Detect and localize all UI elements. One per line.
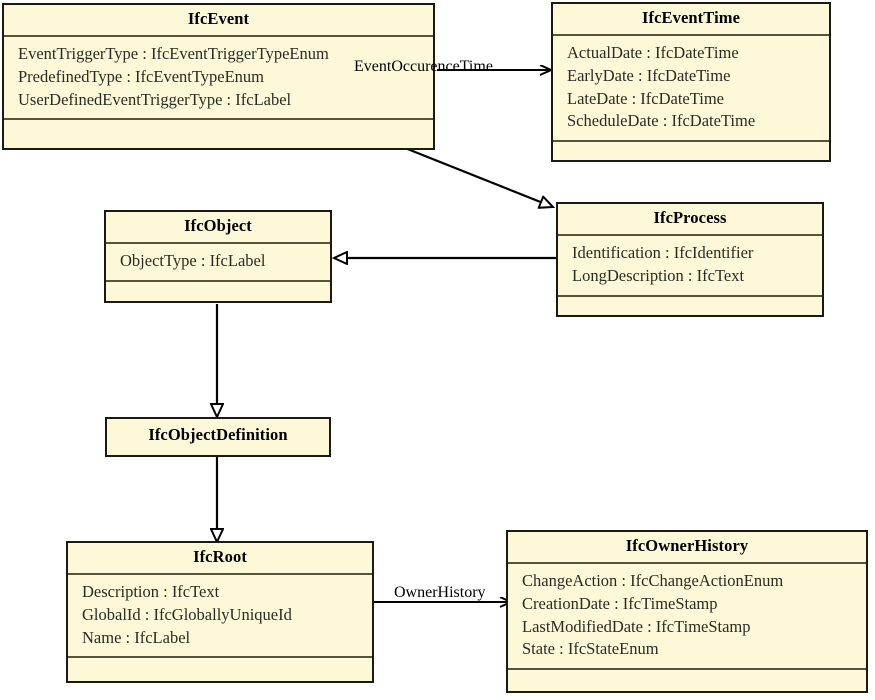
attribute-row: Description : IfcText bbox=[82, 581, 220, 601]
class-attributes-ifcevent: EventTriggerType : IfcEventTriggerTypeEn… bbox=[4, 37, 433, 118]
edge-event-process bbox=[404, 146, 553, 207]
uml-class-ifcprocess[interactable]: IfcProcess Identification : IfcIdentifie… bbox=[556, 202, 824, 317]
attribute-row: ObjectType : IfcLabel bbox=[120, 250, 266, 270]
class-attributes-ifcownerhistory: ChangeAction : IfcChangeActionEnum Creat… bbox=[508, 564, 866, 668]
class-attributes-ifcroot: Description : IfcText GlobalId : IfcGlob… bbox=[68, 575, 372, 656]
class-operations-ifcevent bbox=[4, 120, 433, 150]
attribute-row: Identification : IfcIdentifier bbox=[572, 242, 754, 262]
compartment-separator bbox=[106, 279, 330, 282]
class-name-ifceventtime: IfcEventTime bbox=[641, 8, 741, 27]
uml-class-ifcroot[interactable]: IfcRoot Description : IfcText GlobalId :… bbox=[66, 541, 374, 683]
compartment-separator bbox=[558, 294, 822, 297]
compartment-separator bbox=[4, 34, 433, 37]
class-operations-ifcownerhistory bbox=[508, 670, 866, 700]
attribute-row: LastModifiedDate : IfcTimeStamp bbox=[522, 616, 751, 636]
edge-label-event-occurence-time: EventOccurenceTime bbox=[354, 58, 493, 75]
class-attributes-ifcprocess: Identification : IfcIdentifier LongDescr… bbox=[558, 236, 822, 295]
class-name-ifcobjectdefinition: IfcObjectDefinition bbox=[148, 425, 288, 444]
attribute-row: CreationDate : IfcTimeStamp bbox=[522, 593, 718, 613]
class-name-ifcownerhistory: IfcOwnerHistory bbox=[625, 536, 749, 555]
compartment-separator bbox=[68, 572, 372, 575]
attribute-row: EarlyDate : IfcDateTime bbox=[567, 65, 731, 85]
compartment-separator bbox=[553, 140, 829, 143]
compartment-separator bbox=[508, 668, 866, 671]
compartment-separator bbox=[106, 241, 330, 244]
uml-class-ifcevent[interactable]: IfcEvent EventTriggerType : IfcEventTrig… bbox=[2, 3, 435, 150]
class-attributes-ifceventtime: ActualDate : IfcDateTime EarlyDate : Ifc… bbox=[553, 36, 829, 140]
class-operations-ifcroot bbox=[68, 658, 372, 688]
compartment-separator bbox=[553, 33, 829, 36]
class-name-ifcroot: IfcRoot bbox=[193, 547, 247, 566]
compartment-separator bbox=[68, 656, 372, 659]
class-name-ifcprocess: IfcProcess bbox=[653, 208, 727, 227]
attribute-row: PredefinedType : IfcEventTypeEnum bbox=[18, 66, 265, 86]
class-operations-ifceventtime bbox=[553, 142, 829, 172]
attribute-row: State : IfcStateEnum bbox=[522, 639, 659, 659]
uml-class-ifcownerhistory[interactable]: IfcOwnerHistory ChangeAction : IfcChange… bbox=[506, 530, 868, 693]
class-name-ifcevent: IfcEvent bbox=[187, 9, 250, 28]
uml-class-ifcobjectdefinition[interactable]: IfcObjectDefinition bbox=[105, 417, 331, 457]
uml-class-ifceventtime[interactable]: IfcEventTime ActualDate : IfcDateTime Ea… bbox=[551, 2, 831, 162]
attribute-row: Name : IfcLabel bbox=[82, 627, 191, 647]
attribute-row: LateDate : IfcDateTime bbox=[567, 88, 724, 108]
uml-class-ifcobject[interactable]: IfcObject ObjectType : IfcLabel bbox=[104, 210, 332, 303]
compartment-separator bbox=[4, 118, 433, 121]
attribute-row: GlobalId : IfcGloballyUniqueId bbox=[82, 604, 292, 624]
class-operations-ifcobject bbox=[106, 282, 330, 312]
class-operations-ifcprocess bbox=[558, 297, 822, 327]
edge-label-owner-history: OwnerHistory bbox=[394, 584, 486, 601]
attribute-row: ScheduleDate : IfcDateTime bbox=[567, 111, 756, 131]
attribute-row: EventTriggerType : IfcEventTriggerTypeEn… bbox=[18, 43, 329, 63]
class-attributes-ifcobject: ObjectType : IfcLabel bbox=[106, 244, 330, 280]
compartment-separator bbox=[508, 561, 866, 564]
attribute-row: UserDefinedEventTriggerType : IfcLabel bbox=[18, 89, 292, 109]
attribute-row: ActualDate : IfcDateTime bbox=[567, 42, 739, 62]
compartment-separator bbox=[558, 233, 822, 236]
attribute-row: ChangeAction : IfcChangeActionEnum bbox=[522, 570, 784, 590]
attribute-row: LongDescription : IfcText bbox=[572, 265, 745, 285]
class-name-ifcobject: IfcObject bbox=[184, 216, 252, 235]
